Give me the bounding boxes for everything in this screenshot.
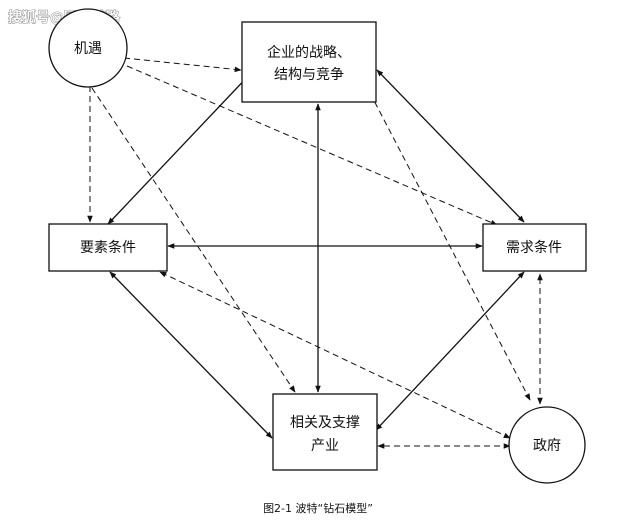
node-government-label: 政府 <box>533 438 561 454</box>
edge-factor-related <box>109 271 273 439</box>
node-related-label-line2: 产业 <box>311 438 339 454</box>
edge-strategy-demand <box>376 69 525 223</box>
node-strategy-label-line1: 企业的战略、 <box>267 44 351 61</box>
node-government: 政府 <box>508 406 586 484</box>
node-strategy: 企业的战略、 结构与竞争 <box>241 21 377 103</box>
edge-strategy-factor <box>107 71 253 225</box>
node-strategy-label-line2: 结构与竞争 <box>274 66 344 83</box>
figure-caption: 图2-1 波特“钻石模型” <box>263 501 373 515</box>
node-chance-label: 机遇 <box>74 41 102 57</box>
edge-government-factor <box>159 271 511 439</box>
edge-chance-strategy <box>123 57 242 73</box>
node-demand: 需求条件 <box>482 223 587 272</box>
node-factor-label: 要素条件 <box>80 239 136 256</box>
node-factor: 要素条件 <box>48 223 168 272</box>
node-chance: 机遇 <box>48 8 128 88</box>
node-related: 相关及支撑 产业 <box>272 393 378 471</box>
node-related-label-line1: 相关及支撑 <box>290 415 360 431</box>
node-demand-label: 需求条件 <box>506 239 562 256</box>
edge-demand-related <box>375 271 525 431</box>
